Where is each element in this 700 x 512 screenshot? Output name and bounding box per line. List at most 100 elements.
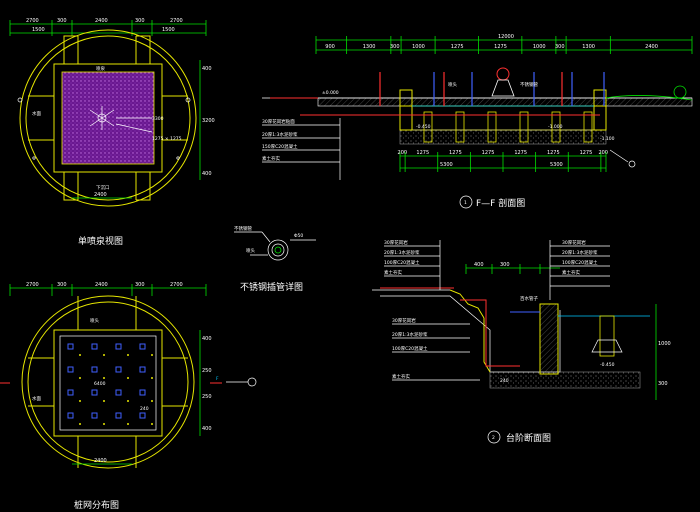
nozzle-point: [79, 377, 81, 379]
nozzle-point: [127, 354, 129, 356]
pile-dim-top-3: 2400: [95, 282, 108, 288]
ff-dim-bottom-8: 200: [598, 150, 608, 156]
platform-title: 台阶断面图: [506, 432, 551, 444]
ff-dim-sub-2: 5300: [550, 162, 563, 168]
ff-dim-total: 12000: [498, 34, 514, 40]
pile-point: [67, 389, 74, 396]
ff-pile: [455, 111, 465, 143]
ff-wall-right: [593, 89, 607, 131]
ff-label-level4: -1.100: [600, 136, 615, 142]
platform-label-7: 100厚C20混凝土: [392, 345, 428, 352]
pile-title: 桩网分布图: [74, 499, 119, 511]
ff-title-circle: [459, 195, 473, 209]
nozzle-point: [127, 377, 129, 379]
nozzle-point: [151, 423, 153, 425]
ff-pile: [519, 111, 529, 143]
nozzle-point: [151, 400, 153, 402]
ff-dim-top-5: 1275: [451, 44, 464, 50]
ff-label-pipe: 不锈钢管: [520, 81, 538, 88]
fountain-center: [89, 106, 115, 130]
ff-title: F—F 剖面图: [476, 197, 525, 209]
pile-point: [91, 343, 98, 350]
platform-right-leaders: [549, 240, 610, 300]
platform-label-2: 20厚1:3水泥砂浆: [384, 249, 420, 256]
platform-label-pipe: 百水管子: [520, 295, 538, 302]
platform-wall: [539, 303, 559, 375]
section-circle-f: [247, 377, 257, 387]
ff-wall-left: [399, 89, 413, 131]
detail-label-dia: Φ50: [294, 233, 303, 239]
pile-point: [67, 343, 74, 350]
detail-label-pipe: 不锈钢管: [234, 225, 252, 232]
pile-label-240: 240: [140, 406, 149, 412]
pile-arm-right: [161, 357, 188, 407]
ff-dim-bottom-4: 1275: [482, 150, 495, 156]
plan-dim-right-3: 400: [202, 171, 212, 177]
nozzle-point: [79, 354, 81, 356]
pile-point: [115, 389, 122, 396]
platform-nozzle-base: [599, 315, 615, 357]
ff-label-level2: -0.450: [416, 124, 431, 130]
ff-dim-top-6: 1275: [494, 44, 507, 50]
ff-gravel-bed: [399, 129, 607, 145]
pile-view: 2700 300 2400 300 2700 6400 水面 喷头 240 24…: [0, 282, 257, 511]
ff-label-level3: -1.000: [548, 124, 563, 130]
platform-slab-outline: [380, 295, 561, 373]
nozzle-point: [103, 354, 105, 356]
plan-label-size: 1275 × 1275: [152, 136, 182, 142]
pile-point: [139, 343, 146, 350]
plan-dim-top-1: 2700: [26, 18, 39, 24]
ff-pile: [487, 111, 497, 143]
ff-dim-bottom-5: 1275: [514, 150, 527, 156]
ff-label-layer4: 素土夯实: [262, 155, 280, 162]
marker: [32, 156, 36, 160]
nozzle-point: [103, 377, 105, 379]
pipe-core: [274, 246, 282, 254]
pile-top-dimensions: 2700 300 2400 300 2700: [9, 282, 207, 296]
platform-label-3: 100厚C20混凝土: [384, 259, 420, 266]
pile-point: [91, 366, 98, 373]
plan-arm-top: [63, 35, 151, 65]
platform-dim-1000: 1000: [658, 341, 671, 347]
platform-r-label-4: 素土夯实: [562, 269, 580, 276]
platform-label-4: 素土夯实: [384, 269, 402, 276]
pile-label-size: 6400: [94, 381, 106, 387]
pipe-inner-ring: [271, 243, 285, 257]
pile-label-nozzle: 喷头: [90, 317, 99, 324]
pipe-outer-ring: [267, 239, 289, 261]
platform-dim-300: 300: [500, 262, 510, 268]
nozzle-point: [127, 423, 129, 425]
ff-dim-top-1: 900: [325, 44, 335, 50]
platform-label-8: 素土夯实: [392, 373, 410, 380]
section-tag-f: F: [216, 376, 219, 382]
pile-dim-top-1: 2700: [26, 282, 39, 288]
detail-title: 不锈钢插管详图: [240, 281, 303, 293]
nozzle-point: [127, 400, 129, 402]
platform-inner-wall: [483, 318, 491, 373]
ff-pile: [423, 111, 433, 143]
ff-dim-bottom-6: 1275: [547, 150, 560, 156]
pile-dim-right-1: 400: [202, 336, 212, 342]
pile-point: [115, 366, 122, 373]
ff-dim-bottom-1: 200: [398, 150, 408, 156]
pile-point: [115, 343, 122, 350]
plan-dim-bottom: 2400: [94, 192, 107, 198]
pile-grid: [67, 343, 153, 425]
nozzle-point: [103, 400, 105, 402]
plan-label-sink: 下沉口: [96, 184, 110, 191]
platform-label-5: 30厚花岗岩: [392, 317, 416, 324]
platform-title-circle: [487, 430, 501, 444]
ff-dim-top-2: 1300: [363, 44, 376, 50]
ff-label-nozzle: 喷头: [448, 81, 457, 88]
pile-dim-right-3: 250: [202, 394, 212, 400]
ff-dim-sub-1: 5300: [440, 162, 453, 168]
platform-left-leaders: [384, 240, 480, 381]
marker: [17, 97, 23, 103]
ff-dim-top-3: 300: [390, 44, 400, 50]
pile-dim-top-2: 300: [57, 282, 67, 288]
pile-point: [115, 412, 122, 419]
plan-label-size2: 3300: [152, 116, 164, 122]
